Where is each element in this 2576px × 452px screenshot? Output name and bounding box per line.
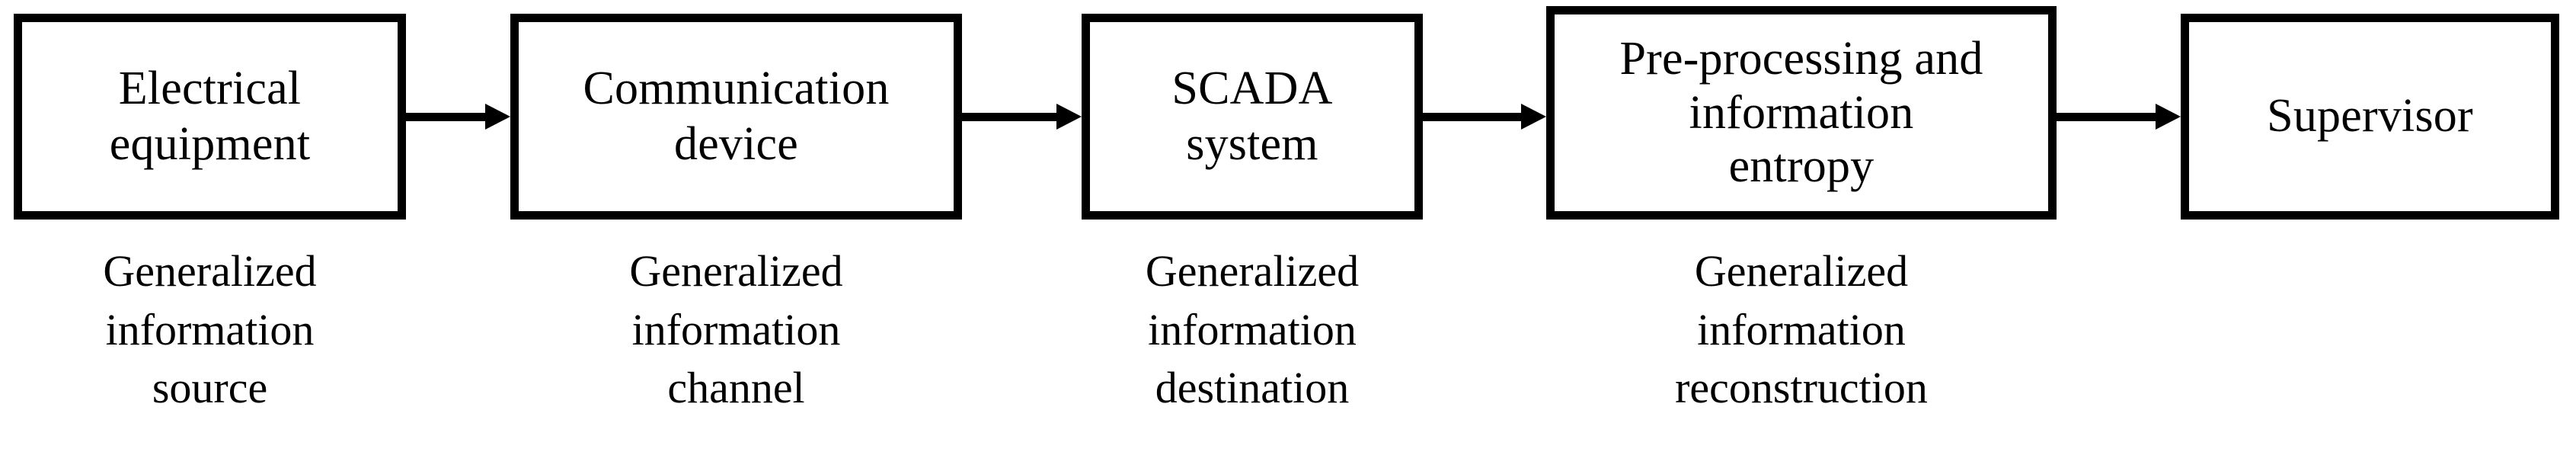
node-label: SCADA system bbox=[1171, 62, 1333, 170]
arrow-shaft bbox=[1423, 113, 1521, 121]
arrow-scada-to-preprocessing bbox=[1423, 104, 1546, 130]
arrow-head-icon bbox=[2156, 104, 2181, 130]
arrow-equipment-to-communication bbox=[406, 104, 510, 130]
arrow-shaft bbox=[962, 113, 1056, 121]
arrow-communication-to-scada bbox=[962, 104, 1082, 130]
node-communication-device[interactable]: Communication device bbox=[510, 14, 962, 220]
arrow-shaft bbox=[406, 113, 485, 121]
node-scada-system[interactable]: SCADA system bbox=[1082, 14, 1423, 220]
node-label: Communication device bbox=[583, 62, 890, 170]
arrow-head-icon bbox=[485, 104, 510, 130]
arrow-head-icon bbox=[1056, 104, 1082, 130]
caption-generalized-information-reconstruction: Generalized information reconstruction bbox=[1675, 246, 1928, 413]
node-supervisor[interactable]: Supervisor bbox=[2181, 14, 2559, 220]
caption-generalized-information-source: Generalized information source bbox=[103, 246, 317, 413]
node-preprocessing-information-entropy[interactable]: Pre-processing and information entropy bbox=[1546, 6, 2057, 220]
arrow-shaft bbox=[2057, 113, 2156, 121]
node-electrical-equipment[interactable]: Electrical equipment bbox=[14, 14, 406, 220]
node-label: Pre-processing and information entropy bbox=[1619, 32, 1983, 193]
node-label: Electrical equipment bbox=[109, 62, 311, 170]
caption-generalized-information-channel: Generalized information channel bbox=[629, 246, 843, 413]
node-label: Supervisor bbox=[2267, 90, 2473, 143]
arrow-preprocessing-to-supervisor bbox=[2057, 104, 2181, 130]
caption-generalized-information-destination: Generalized information destination bbox=[1145, 246, 1360, 413]
arrow-head-icon bbox=[1521, 104, 1546, 130]
